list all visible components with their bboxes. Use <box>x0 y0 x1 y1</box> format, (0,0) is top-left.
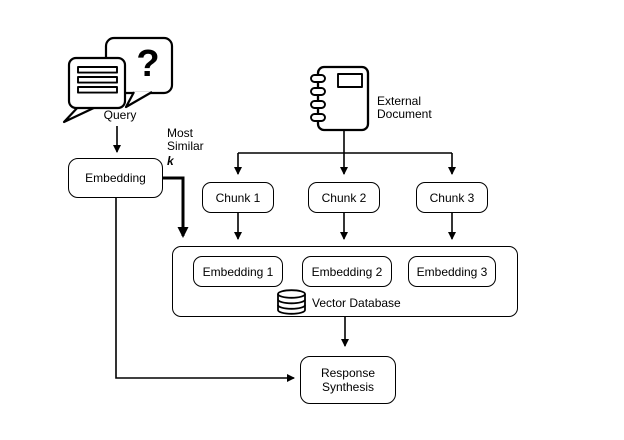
question-bubble-tail-icon <box>124 91 153 109</box>
chunk1-box: Chunk 1 <box>202 182 274 213</box>
most-similar-line1: Most <box>167 126 194 140</box>
k-label: k <box>167 154 174 168</box>
database-icon <box>277 289 306 315</box>
question-mark-glyph: ? <box>136 43 159 85</box>
message-line-icon <box>77 66 118 74</box>
external-document-line1: External <box>377 94 422 108</box>
response-synthesis-line2: Synthesis <box>321 380 374 394</box>
response-synthesis-box: Response Synthesis <box>300 356 396 404</box>
query-icon <box>62 36 174 124</box>
response-synthesis-line1: Response <box>320 366 376 380</box>
embedding2-box: Embedding 2 <box>302 256 392 287</box>
notebook-ring-icon <box>310 113 326 122</box>
embedding1-box: Embedding 1 <box>193 256 283 287</box>
most-similar-label: Most Similar <box>167 127 204 153</box>
chunk3-box: Chunk 3 <box>416 182 488 213</box>
embedding-to-response-arrow <box>115 198 295 382</box>
most-similar-arrow <box>163 176 189 238</box>
message-line-icon <box>77 86 118 94</box>
notebook-ring-icon <box>310 100 326 109</box>
message-line-icon <box>77 76 118 84</box>
most-similar-line2: Similar <box>167 139 204 153</box>
chunk2-box: Chunk 2 <box>308 182 380 213</box>
query-label: Query <box>103 108 137 122</box>
vector-database-container <box>172 246 518 317</box>
external-document-line2: Document <box>377 107 432 121</box>
notebook-ring-icon <box>310 74 326 83</box>
external-document-label: External Document <box>377 95 432 121</box>
embedding3-box: Embedding 3 <box>408 256 496 287</box>
notebook-tab-icon <box>337 73 363 88</box>
notebook-ring-icon <box>310 87 326 96</box>
vector-database-label: Vector Database <box>312 296 401 310</box>
notebook-icon <box>310 65 370 132</box>
embedding-box: Embedding <box>68 158 163 198</box>
